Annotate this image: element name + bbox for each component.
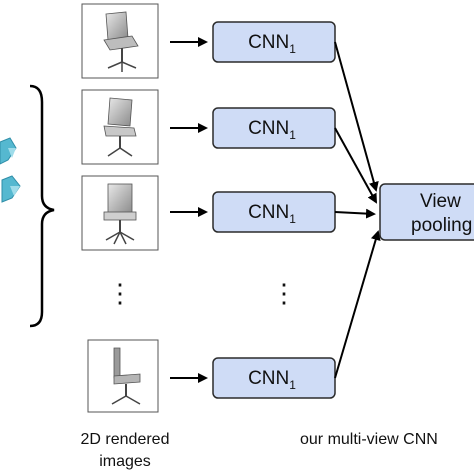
arrow-cnn-to-pooling-4 xyxy=(334,230,381,379)
caption-rendered-line1: 2D rendered xyxy=(81,431,170,448)
cnn-module-2: CNN1 xyxy=(212,107,336,149)
rendered-view-4 xyxy=(87,339,159,413)
view-pooling-line2: pooling xyxy=(411,215,472,236)
view-pooling-module: View pooling xyxy=(379,183,474,241)
cnn-module-4: CNN1 xyxy=(212,357,336,399)
arrow-cnn-to-pooling-1 xyxy=(334,41,379,192)
rendered-view-2 xyxy=(81,89,159,165)
cnn-module-1: CNN1 xyxy=(212,21,336,63)
svg-text:CNN1: CNN1 xyxy=(248,32,296,56)
view-pooling-line1: View xyxy=(420,191,461,212)
svg-text:CNN1: CNN1 xyxy=(248,118,296,142)
cnn-module-3: CNN1 xyxy=(212,191,336,233)
cnn-subscript: 1 xyxy=(289,128,296,142)
chair-icon xyxy=(103,183,137,245)
rendered-view-1 xyxy=(81,3,159,79)
chair-icon xyxy=(103,97,137,157)
arrow-cnn-to-pooling-2 xyxy=(334,127,377,204)
cnn-subscript: 1 xyxy=(289,42,296,56)
cnn-label: CNN xyxy=(248,32,289,53)
cnn-label: CNN xyxy=(248,202,289,223)
cnn-label: CNN xyxy=(248,368,289,389)
svg-text:CNN1: CNN1 xyxy=(248,202,296,226)
caption-multiview-cnn: our multi-view CNN xyxy=(300,431,438,448)
rendered-view-3 xyxy=(81,175,159,251)
arrow-cnn-to-pooling-3 xyxy=(334,208,376,219)
chair-icon xyxy=(103,11,139,72)
curly-brace xyxy=(29,84,55,328)
chair-icon xyxy=(111,347,141,405)
input-3d-shape xyxy=(0,137,21,203)
ellipsis-images: ⋮ xyxy=(107,278,133,308)
cnn-label: CNN xyxy=(248,118,289,139)
ellipsis-cnn: ⋮ xyxy=(271,278,297,308)
cnn-subscript: 1 xyxy=(289,378,296,392)
svg-text:CNN1: CNN1 xyxy=(248,368,296,392)
caption-rendered-line2: images xyxy=(99,453,151,470)
cnn-subscript: 1 xyxy=(289,212,296,226)
